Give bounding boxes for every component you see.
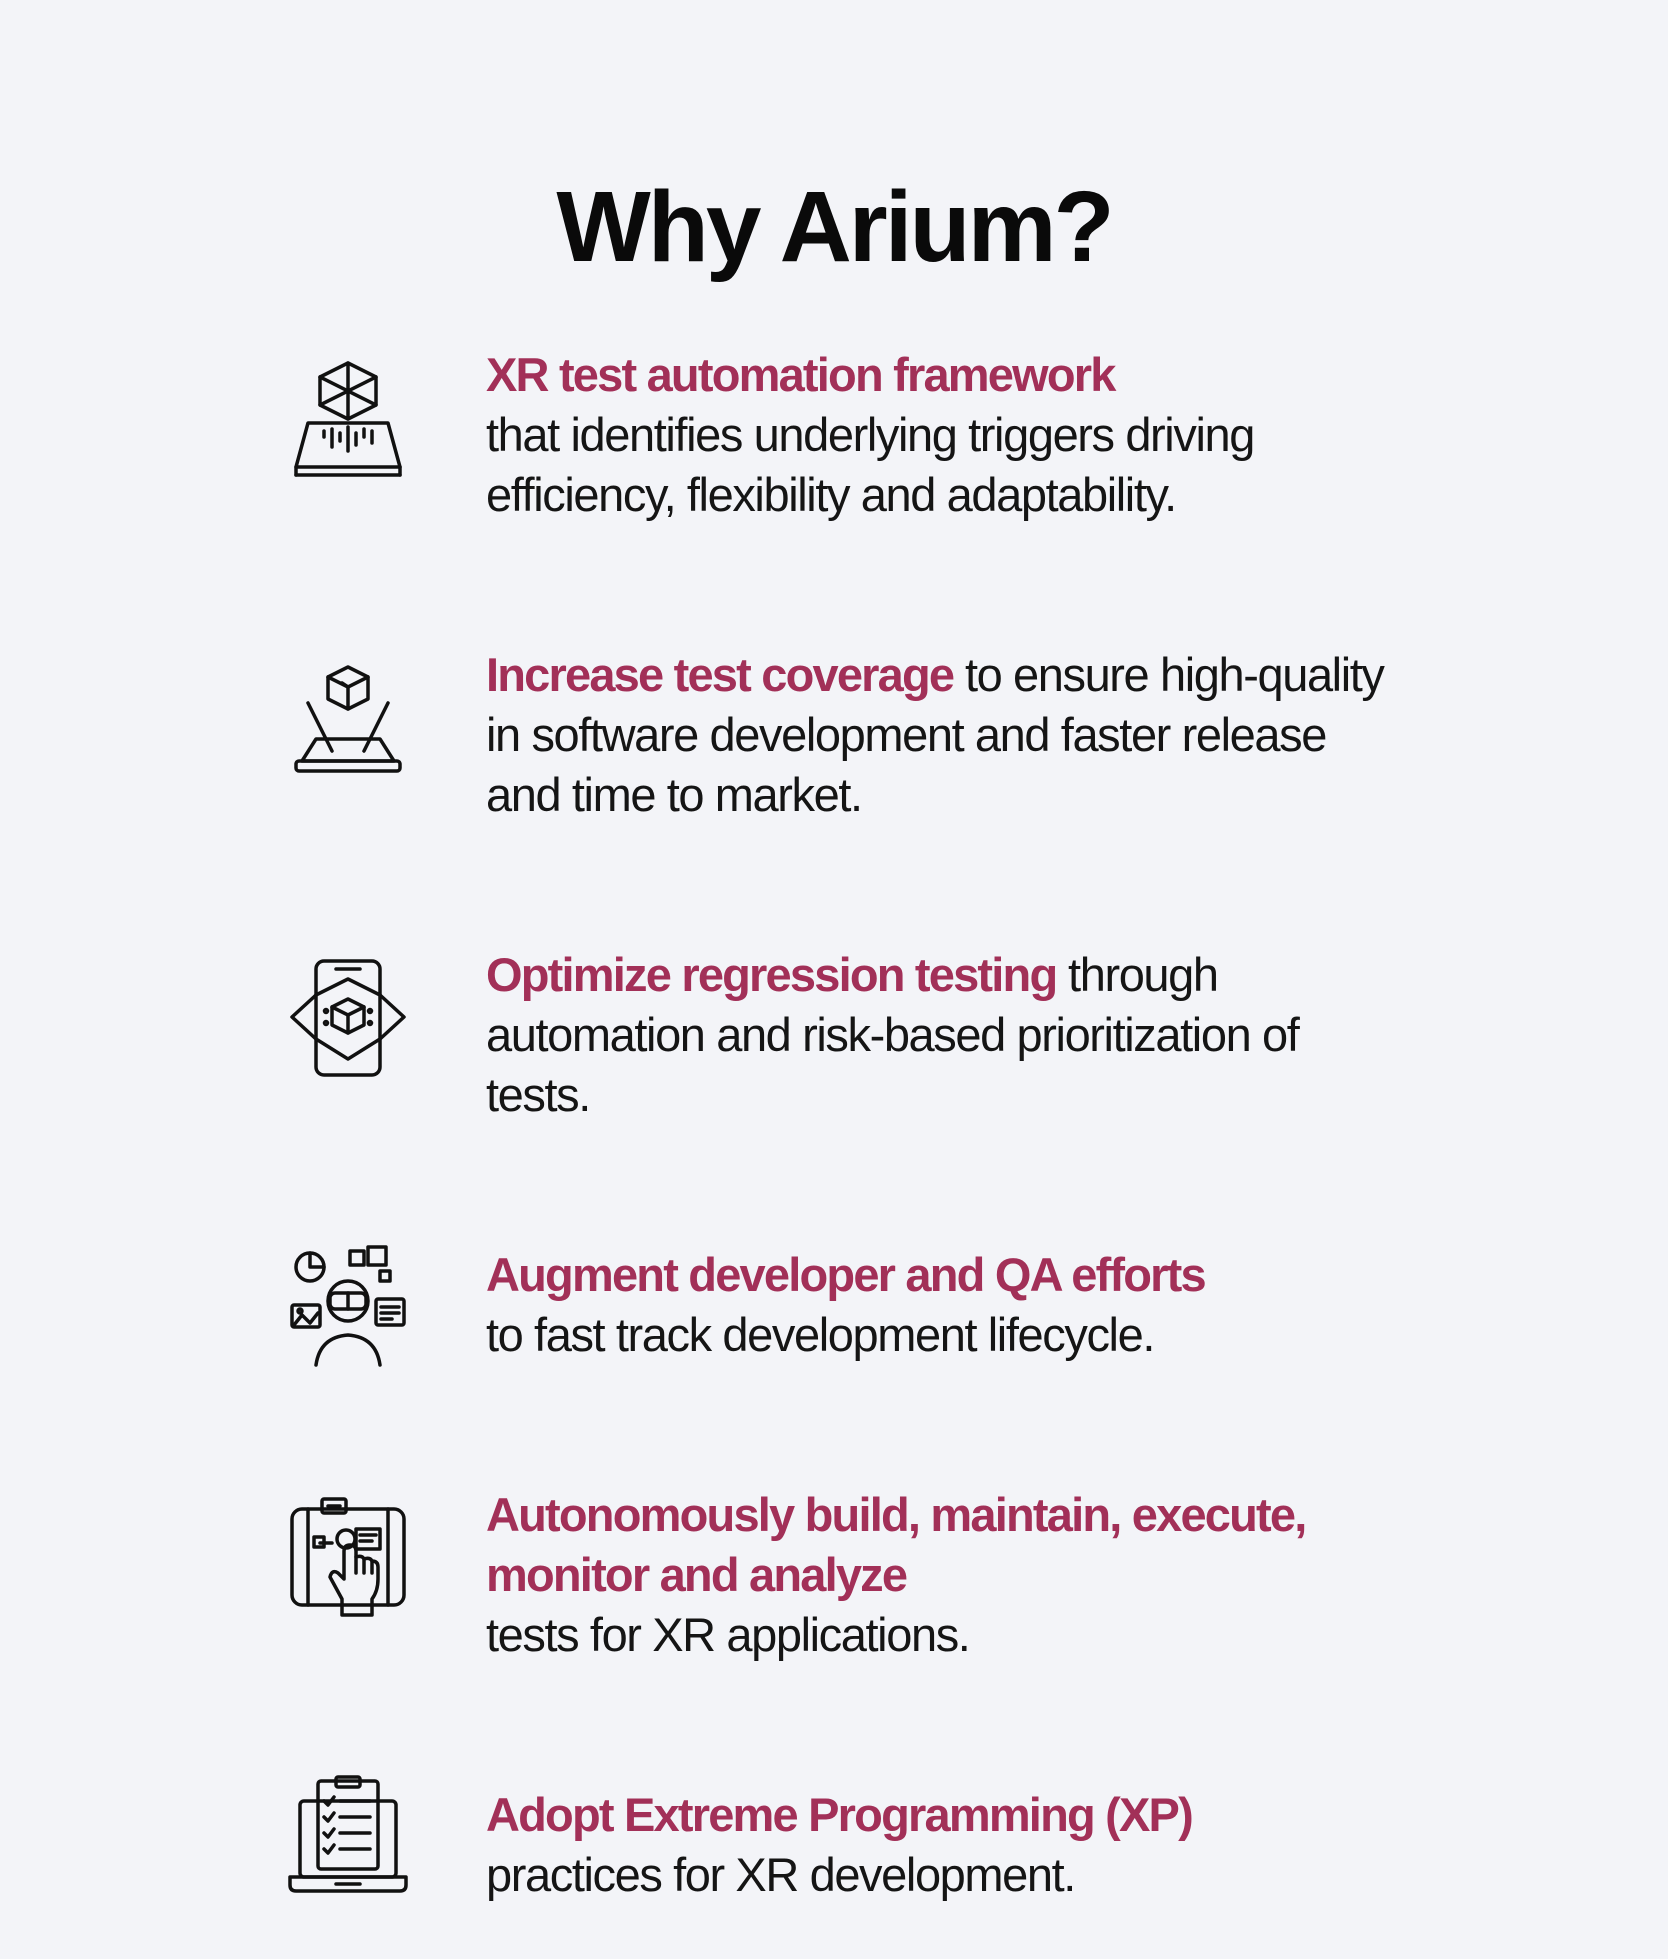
feature-body: to fast track development lifecycle. bbox=[486, 1308, 1155, 1361]
feature-highlight: Adopt Extreme Programming (XP) bbox=[486, 1788, 1194, 1841]
feature-description: XR test automation framework that identi… bbox=[486, 345, 1406, 525]
feature-highlight: Increase test coverage bbox=[486, 648, 955, 701]
feature-body: that identifies underlying triggers driv… bbox=[486, 408, 1255, 521]
vr-headset-user-icon bbox=[286, 1245, 410, 1369]
page-title: Why Arium? bbox=[556, 171, 1114, 283]
feature-description: Adopt Extreme Programming (XP) practices… bbox=[486, 1785, 1406, 1905]
feature-highlight: XR test automation framework bbox=[486, 348, 1116, 401]
phone-cube-icon bbox=[286, 955, 410, 1079]
tablet-projection-cube-icon bbox=[286, 655, 410, 779]
feature-description: Increase test coverage to ensure high-qu… bbox=[486, 645, 1406, 825]
feature-body: tests for XR applications. bbox=[486, 1608, 971, 1661]
touch-screen-hand-icon bbox=[286, 1495, 410, 1619]
laptop-checklist-icon bbox=[286, 1775, 410, 1899]
feature-highlight: Autonomously build, maintain, execute, m… bbox=[486, 1488, 1307, 1601]
feature-highlight: Augment developer and QA efforts bbox=[486, 1248, 1207, 1301]
feature-body: through automation and risk-based priori… bbox=[486, 948, 1300, 1121]
feature-highlight: Optimize regression testing bbox=[486, 948, 1058, 1001]
feature-description: Autonomously build, maintain, execute, m… bbox=[486, 1485, 1406, 1665]
feature-description: Optimize regression testing through auto… bbox=[486, 945, 1406, 1125]
hologram-cube-icon bbox=[286, 355, 410, 479]
feature-body: to ensure high-quality in software devel… bbox=[486, 648, 1385, 821]
feature-body: practices for XR development. bbox=[486, 1848, 1076, 1901]
feature-description: Augment developer and QA efforts to fast… bbox=[486, 1245, 1406, 1365]
